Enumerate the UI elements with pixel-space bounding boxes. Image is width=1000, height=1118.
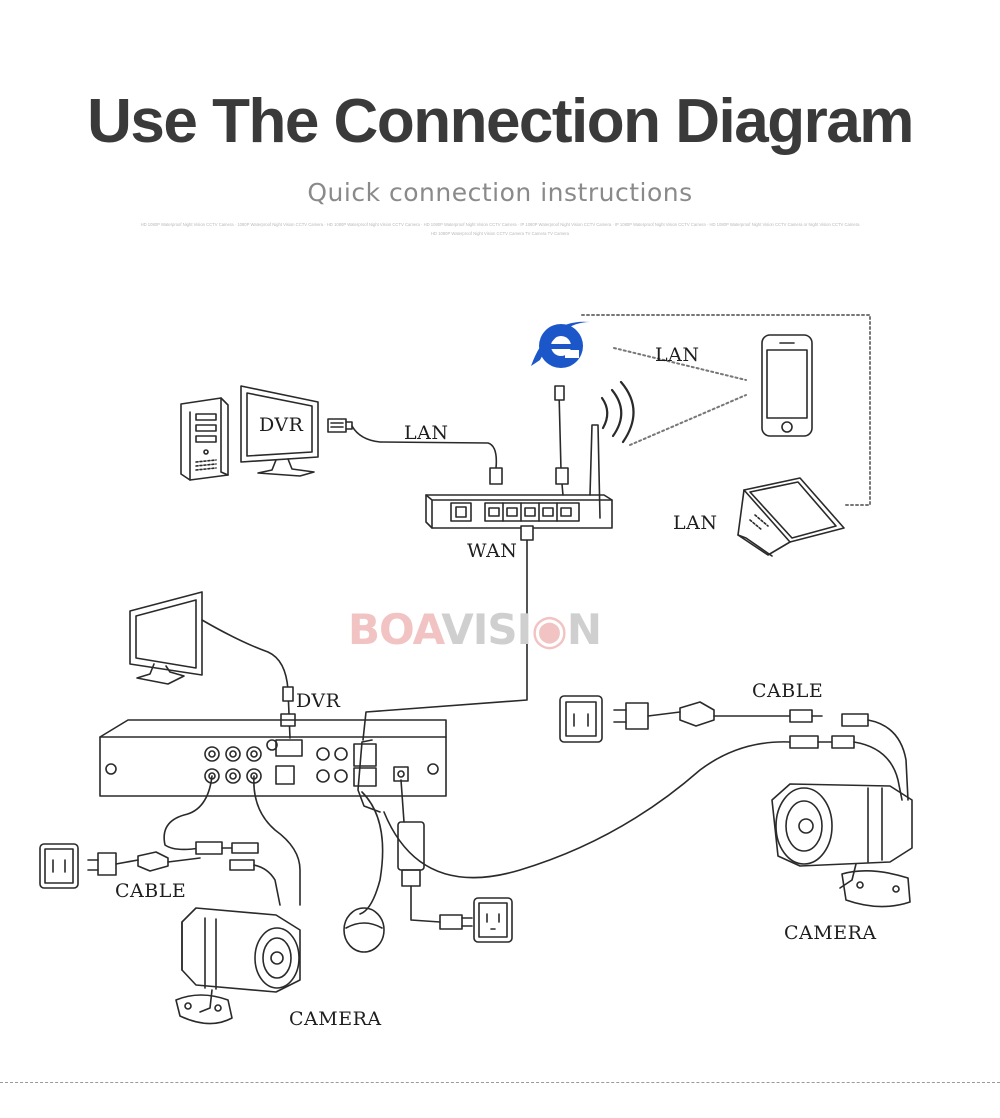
fine-print: HD 1080P Waterproof Night Vision CCTV Ca… — [140, 222, 860, 236]
ie-browser-icon — [531, 321, 590, 368]
page-subtitle: Quick connection instructions — [307, 178, 693, 207]
wall-socket-icon — [473, 897, 513, 943]
wan-cable — [362, 529, 528, 741]
wan-label: WAN — [467, 540, 518, 562]
lan-label-pc: LAN — [404, 422, 449, 444]
cable-label-left: CABLE — [115, 880, 187, 902]
lan-cable-pc — [351, 425, 498, 469]
pc-monitor-label: DVR — [259, 414, 304, 436]
brand-watermark-part: BOA — [348, 605, 442, 654]
wall-socket-icon — [39, 843, 79, 889]
brand-watermark-part: N — [566, 605, 602, 654]
brand-watermark: BOAVISI◉N — [348, 605, 602, 654]
video-cable-left — [163, 775, 213, 851]
laptop-icon — [737, 477, 845, 557]
video-cable-right — [383, 741, 791, 879]
page-title: Use The Connection Diagram — [87, 87, 914, 156]
lan-label-phone: LAN — [655, 344, 700, 366]
video-cable-left-2 — [253, 775, 301, 906]
rj45-connector-icon — [327, 418, 353, 433]
bottom-divider — [0, 1082, 1000, 1083]
power-adapter-icon — [397, 779, 473, 930]
wireless-link-lines — [581, 314, 871, 506]
vga-cable — [201, 619, 291, 739]
bullet-camera-icon — [175, 907, 301, 1025]
brand-watermark-logo-icon: ◉ — [531, 605, 568, 654]
cable-label-right: CABLE — [752, 680, 824, 702]
camera-label-right: CAMERA — [784, 922, 877, 944]
brand-watermark-part: VISI — [441, 605, 532, 654]
camera-label-left: CAMERA — [289, 1008, 382, 1030]
router-icon — [425, 380, 635, 529]
power-adapter-icon — [613, 701, 823, 730]
monitor-icon — [240, 385, 319, 477]
dvr-recorder-icon — [99, 719, 447, 813]
wall-socket-icon — [559, 695, 603, 743]
bullet-camera-icon — [771, 783, 913, 908]
mouse-icon — [343, 791, 385, 953]
dvr-label: DVR — [296, 690, 341, 712]
monitor-icon — [129, 591, 291, 739]
power-adapter-icon — [87, 851, 201, 876]
smartphone-icon — [761, 334, 813, 437]
lan-label-laptop: LAN — [673, 512, 718, 534]
pc-tower-icon — [180, 397, 229, 481]
